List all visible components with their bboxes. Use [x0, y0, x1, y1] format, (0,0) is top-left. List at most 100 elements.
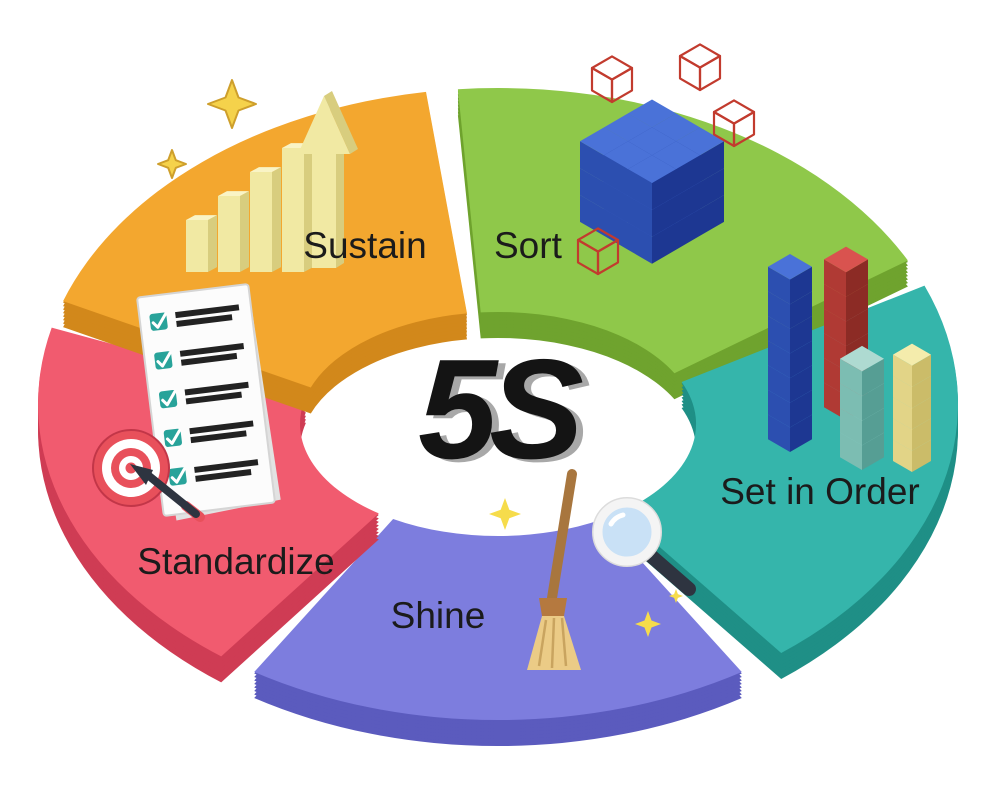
blue-stack-cube-icon: [768, 254, 812, 280]
blue-cube-icon: [700, 141, 724, 183]
checklist-target-illustration: [92, 283, 281, 522]
magnifier-lens: [593, 498, 661, 566]
star-icon: [669, 589, 683, 603]
checkmark-icon: [156, 351, 172, 368]
dart-body: [145, 472, 200, 518]
blue-stack-cube-icon: [790, 266, 812, 305]
arrow-shaft: [312, 152, 336, 268]
bar-side: [272, 167, 281, 272]
blue-cube-icon: [604, 209, 628, 250]
checkmark-icon: [165, 428, 182, 445]
red-stack-cube-icon: [824, 308, 846, 347]
text-line: [175, 304, 240, 319]
bar-top: [186, 215, 217, 220]
teal-stack-cube-icon: [840, 432, 862, 470]
blue-cube-icon: [700, 168, 724, 209]
shine-illustration: [489, 469, 696, 670]
blue-stack-cube-icon: [768, 291, 790, 329]
segment-shine-face: [254, 519, 742, 721]
blue-stack-cube-icon: [768, 340, 790, 379]
segment-label-shine: Shine: [391, 595, 486, 636]
segment-label-sustain: Sustain: [303, 225, 426, 266]
blue-cube-icon: [652, 113, 700, 142]
blue-stack-cube-icon: [790, 390, 812, 428]
text-line: [195, 469, 252, 482]
checklist-rows: [149, 304, 259, 486]
blue-cube-icon: [676, 182, 700, 223]
blue-cube-icon: [628, 196, 652, 237]
bar-front: [218, 196, 240, 272]
blue-stack-cube-icon: [790, 340, 812, 379]
sorted-stacks-illustration: [768, 246, 931, 472]
star-icon: [157, 149, 187, 179]
lens-highlight: [608, 512, 626, 527]
teal-stack-cube-icon: [862, 383, 884, 421]
labels: 5S 5S Sort Set in Order Shine Standardiz…: [137, 225, 919, 636]
magnifier-rim: [592, 497, 662, 567]
red-stack-cube-icon: [824, 259, 846, 297]
blue-stack-cube-icon: [790, 414, 812, 452]
star-icon: [207, 79, 257, 129]
broom-handle: [547, 469, 577, 603]
blue-cube-icon: [580, 195, 604, 236]
blue-cube-icon: [580, 141, 604, 183]
blue-stack-cube-icon: [768, 316, 790, 354]
blue-cube-icon: [628, 169, 652, 210]
blue-cube-icon: [628, 222, 652, 264]
yellow-stack-cube-icon: [893, 439, 912, 472]
blue-stack-cube-icon: [768, 414, 790, 452]
bar-front: [250, 172, 272, 272]
checkmark-icon: [161, 390, 177, 407]
blue-cube-icon: [700, 195, 724, 236]
blue-cube-icon: [652, 141, 700, 170]
yellow-stack-cube-icon: [912, 418, 931, 451]
teal-stack-cube-icon: [840, 408, 862, 446]
star-icon: [489, 498, 521, 530]
wireframe-cube-icon: [678, 43, 722, 69]
text-line: [180, 352, 238, 366]
bar-top: [218, 191, 249, 196]
sparkle-icons: [489, 498, 683, 637]
blue-stack-cube-icon: [790, 316, 812, 354]
wireframe-cube-icon: [590, 55, 634, 81]
blue-cube-icon: [652, 169, 676, 210]
blue-stack-cube-icon: [768, 266, 790, 305]
text-line: [179, 343, 245, 357]
teal-stack-cube-icon: [862, 432, 884, 470]
yellow-stack-cube-icon: [912, 397, 931, 430]
blue-cube-icon: [652, 222, 676, 264]
bar-side: [304, 143, 313, 272]
red-stack-cube-icon: [846, 308, 868, 347]
blue-cube-icon: [604, 141, 652, 170]
blue-stack-cube-icon: [768, 390, 790, 428]
blue-cube-icon: [628, 155, 676, 183]
blue-stack-cube-icon: [790, 291, 812, 329]
red-stack-cube-icon: [846, 284, 868, 322]
checklist-paper-group: [136, 283, 281, 521]
blue-cube-icon: [580, 168, 604, 209]
bar-front: [186, 220, 208, 272]
checkmark-icon: [151, 312, 167, 329]
teal-stack-cube-icon: [840, 383, 862, 421]
checkmark-icon: [170, 467, 186, 484]
blue-cube-icon: [676, 155, 700, 196]
blue-stack-cube-icon: [790, 365, 812, 403]
blue-cube-icon: [628, 99, 676, 128]
growth-chart-illustration: [157, 79, 358, 272]
dart-tip-icon: [130, 464, 153, 485]
wireframe-cube-icon: [576, 227, 620, 253]
arrow-head-side: [324, 91, 358, 154]
yellow-stack-cube-icon: [912, 439, 931, 472]
text-line: [176, 314, 233, 328]
yellow-stack-cube-icon: [912, 375, 931, 409]
broom-bristle-lines: [537, 617, 568, 669]
magnifier-handle: [643, 548, 696, 596]
star-icon: [635, 611, 661, 637]
teal-stack-cube-icon: [862, 408, 884, 446]
red-stack-cube-icon: [824, 284, 846, 322]
text-line: [185, 391, 242, 405]
yellow-stack-cube-icon: [893, 375, 912, 409]
yellow-stack-cube-icon: [893, 354, 912, 387]
yellow-stack-cube-icon: [912, 354, 931, 387]
